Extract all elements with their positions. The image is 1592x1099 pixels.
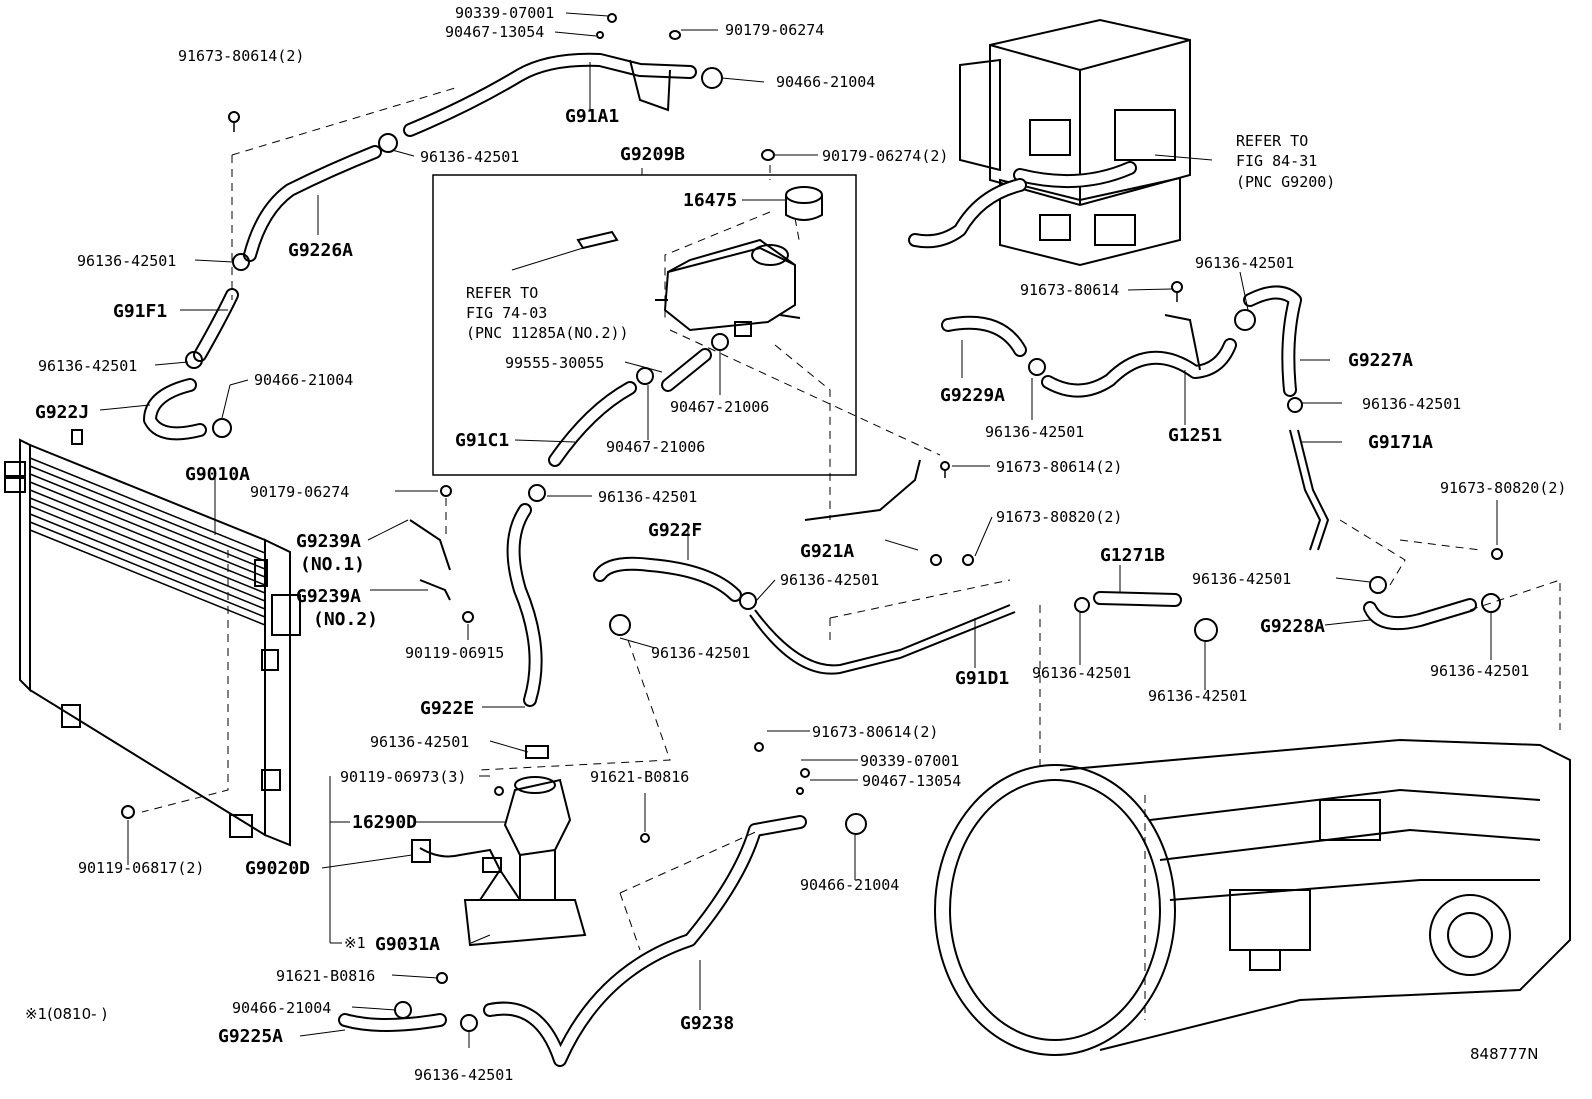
footnote: ※1(0810- ) [25, 1005, 107, 1023]
label-90467-13054-low: 90467-13054 [862, 772, 961, 790]
label-G1271B: G1271B [1100, 545, 1165, 566]
inverter-assembly [959, 18, 1191, 267]
label-91673-80614-mid: 91673-80614 [1020, 281, 1119, 299]
label-G9171A: G9171A [1368, 432, 1433, 453]
label-91621-B0816-b: 91621-B0816 [276, 967, 375, 985]
label-refer-7403-line2: FIG 74-03 [466, 304, 547, 322]
label-90467-21006-a: 90467-21006 [670, 398, 769, 416]
transmission [934, 738, 1571, 1056]
label-90179-06274-2: 90179-06274(2) [822, 147, 948, 165]
label-96136-42501-n: 96136-42501 [1430, 662, 1529, 680]
label-96136-42501-c: 96136-42501 [38, 357, 137, 375]
label-G9239A-no2-sub: (NO.2) [313, 609, 378, 630]
label-99555-30055: 99555-30055 [505, 354, 604, 372]
label-96136-42501-m: 96136-42501 [1148, 687, 1247, 705]
label-96136-42501-l: 96136-42501 [1032, 664, 1131, 682]
label-G9226A: G9226A [288, 240, 353, 261]
label-G922E: G922E [420, 698, 474, 719]
label-91673-80614-2-low: 91673-80614(2) [812, 723, 938, 741]
label-16475: 16475 [683, 190, 737, 211]
label-90179-06274-mid: 90179-06274 [250, 483, 349, 501]
label-G922J: G922J [35, 402, 89, 423]
label-G9209B: G9209B [620, 144, 685, 165]
label-90466-21004-top: 90466-21004 [776, 73, 875, 91]
hoses [143, 52, 1477, 1067]
label-G921A: G921A [800, 541, 854, 562]
label-refer-8431-line3: (PNC G9200) [1236, 173, 1335, 191]
leader-lines [99, 12, 1498, 1048]
label-91673-80820-2-mid: 91673-80820(2) [996, 508, 1122, 526]
label-90466-21004-left: 90466-21004 [254, 371, 353, 389]
label-96136-42501-k: 96136-42501 [651, 644, 750, 662]
label-96136-42501-a: 96136-42501 [420, 148, 519, 166]
label-G91C1: G91C1 [455, 430, 509, 451]
label-96136-42501-i: 96136-42501 [1192, 570, 1291, 588]
label-refer-7403-line3: (PNC 11285A(NO.2)) [466, 324, 629, 342]
label-G9228A: G9228A [1260, 616, 1325, 637]
label-96136-42501-h: 96136-42501 [780, 571, 879, 589]
label-refer-8431-line1: REFER TO [1236, 132, 1308, 150]
label-90119-06973-3: 90119-06973(3) [340, 768, 466, 786]
label-90119-06817-2: 90119-06817(2) [78, 859, 204, 877]
label-G922F: G922F [648, 520, 702, 541]
label-96136-42501-d: 96136-42501 [1195, 254, 1294, 272]
label-90467-21006-b: 90467-21006 [606, 438, 705, 456]
label-96136-42501-p: 96136-42501 [414, 1066, 513, 1084]
label-90339-07001-top: 90339-07001 [455, 4, 554, 22]
label-90179-06274-top: 90179-06274 [725, 21, 824, 39]
label-96136-42501-g: 96136-42501 [598, 488, 697, 506]
label-90466-21004-bottom: 90466-21004 [232, 999, 331, 1017]
guide-lines [141, 87, 1561, 1020]
label-G9031A: G9031A [375, 934, 440, 955]
label-90467-13054-top: 90467-13054 [445, 23, 544, 41]
label-G9227A: G9227A [1348, 350, 1413, 371]
part-labels: 90339-07001 90467-13054 90179-06274 9046… [25, 4, 1566, 1084]
label-91673-80614-2-mid: 91673-80614(2) [996, 458, 1122, 476]
label-refer-7403-line1: REFER TO [466, 284, 538, 302]
label-G91F1: G91F1 [113, 301, 167, 322]
label-G9239A-no2: G9239A [296, 586, 361, 607]
label-G9229A: G9229A [940, 385, 1005, 406]
label-G9225A: G9225A [218, 1026, 283, 1047]
label-96136-42501-e: 96136-42501 [985, 423, 1084, 441]
label-G9238: G9238 [680, 1013, 734, 1034]
figure-id: 848777N [1470, 1045, 1538, 1063]
label-90119-06915: 90119-06915 [405, 644, 504, 662]
label-G91A1: G91A1 [565, 106, 619, 127]
label-91621-B0816-a: 91621-B0816 [590, 768, 689, 786]
label-90339-07001-low: 90339-07001 [860, 752, 959, 770]
label-91673-80820-2-right: 91673-80820(2) [1440, 479, 1566, 497]
label-note-mark: ※1 [344, 934, 366, 952]
label-G9239A-no1-sub: (NO.1) [300, 554, 365, 575]
label-G9010A: G9010A [185, 464, 250, 485]
reservoir-group-box [432, 174, 857, 476]
label-G9020D: G9020D [245, 858, 310, 879]
label-96136-42501-f: 96136-42501 [1362, 395, 1461, 413]
label-90466-21004-low: 90466-21004 [800, 876, 899, 894]
coolant-reservoir [576, 186, 823, 337]
label-96136-42501-b: 96136-42501 [77, 252, 176, 270]
label-91673-80614-2-left: 91673-80614(2) [178, 47, 304, 65]
clamps-bolts [121, 13, 1503, 1032]
label-G1251: G1251 [1168, 425, 1222, 446]
label-96136-42501-o: 96136-42501 [370, 733, 469, 751]
label-16290D: 16290D [352, 812, 417, 833]
label-refer-8431-line2: FIG 84-31 [1236, 152, 1317, 170]
label-G91D1: G91D1 [955, 668, 1009, 689]
water-pump [411, 776, 587, 947]
label-G9239A-no1: G9239A [296, 531, 361, 552]
pipes [409, 59, 1330, 675]
radiator [4, 429, 301, 847]
